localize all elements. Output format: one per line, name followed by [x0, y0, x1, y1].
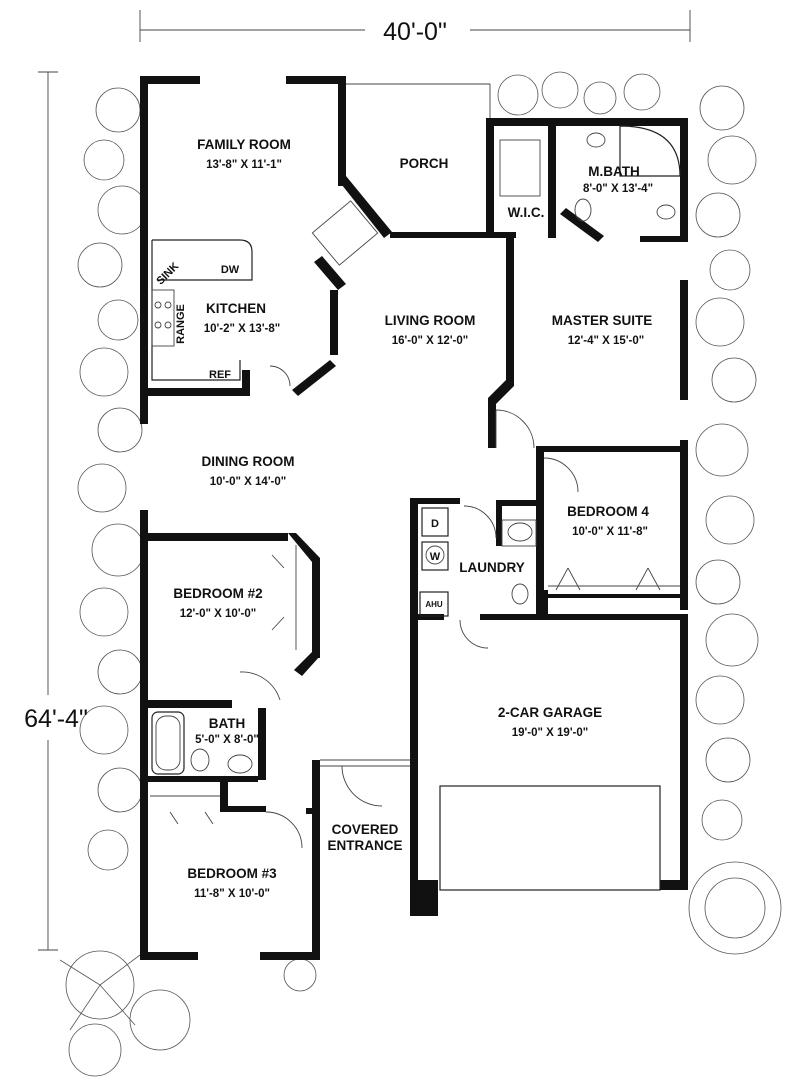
- bath-dims: 5'-0" X 8'-0": [195, 734, 259, 746]
- shrub-cluster-top: [497, 71, 661, 116]
- kitchen-dims: 10'-2" X 13'-8": [204, 323, 280, 335]
- overall-depth-label: 64'-4": [24, 705, 88, 733]
- dining-room-dims: 10'-0" X 14'-0": [210, 476, 286, 488]
- covered-entrance-label-line2: ENTRANCE: [327, 838, 402, 853]
- dishwasher-label: DW: [221, 264, 240, 276]
- shrub-cluster-bottom: [59, 950, 317, 1077]
- bedroom-3-dims: 11'-8" X 10'-0": [194, 888, 270, 900]
- garage-label: 2-CAR GARAGE: [498, 705, 602, 720]
- laundry-label: LAUNDRY: [459, 560, 525, 575]
- door-swings: [169, 365, 661, 849]
- master-suite-label: MASTER SUITE: [552, 313, 653, 328]
- dining-room-label: DINING ROOM: [202, 454, 295, 469]
- bath-label: BATH: [209, 716, 246, 731]
- bedroom-4-dims: 10'-0" X 11'-8": [572, 526, 648, 538]
- walls: [140, 76, 688, 960]
- width-dimension: 40'-0": [139, 10, 691, 46]
- living-room-label: LIVING ROOM: [385, 313, 476, 328]
- bedroom-3-label: BEDROOM #3: [187, 866, 277, 881]
- depth-dimension: 64'-4": [24, 71, 88, 951]
- air-handler-label: AHU: [425, 600, 443, 609]
- master-suite-dims: 12'-4" X 15'-0": [568, 335, 644, 347]
- refrigerator-label: REF: [209, 369, 231, 381]
- garage-dims: 19'-0" X 19'-0": [512, 727, 588, 739]
- sink-label: SINK: [154, 260, 181, 287]
- master-bath-dims: 8'-0" X 13'-4": [583, 183, 653, 195]
- washer-label: W: [430, 551, 441, 563]
- tree-bottom-right: [688, 861, 782, 955]
- fixture-lines: [150, 125, 681, 891]
- family-room-dims: 13'-8" X 11'-1": [206, 159, 282, 171]
- living-room-dims: 16'-0" X 12'-0": [392, 335, 468, 347]
- shrub-cluster-left: [77, 87, 147, 871]
- porch-label: PORCH: [400, 156, 449, 171]
- room-labels: FAMILY ROOM 13'-8" X 11'-1" PORCH KITCHE…: [173, 137, 653, 900]
- bedroom-4-label: BEDROOM 4: [567, 504, 649, 519]
- covered-entrance-label-line1: COVERED: [332, 822, 399, 837]
- master-bath-label: M.BATH: [588, 164, 640, 179]
- kitchen-label: KITCHEN: [206, 301, 266, 316]
- overall-width-label: 40'-0": [383, 18, 447, 46]
- range-label: RANGE: [175, 304, 187, 344]
- wic-label: W.I.C.: [508, 205, 545, 220]
- family-room-label: FAMILY ROOM: [197, 137, 291, 152]
- dryer-label: D: [431, 518, 439, 530]
- bedroom-2-label: BEDROOM #2: [173, 586, 262, 601]
- landscaping: [59, 71, 782, 1077]
- bedroom-2-dims: 12'-0" X 10'-0": [180, 608, 256, 620]
- shrub-cluster-right: [695, 85, 759, 841]
